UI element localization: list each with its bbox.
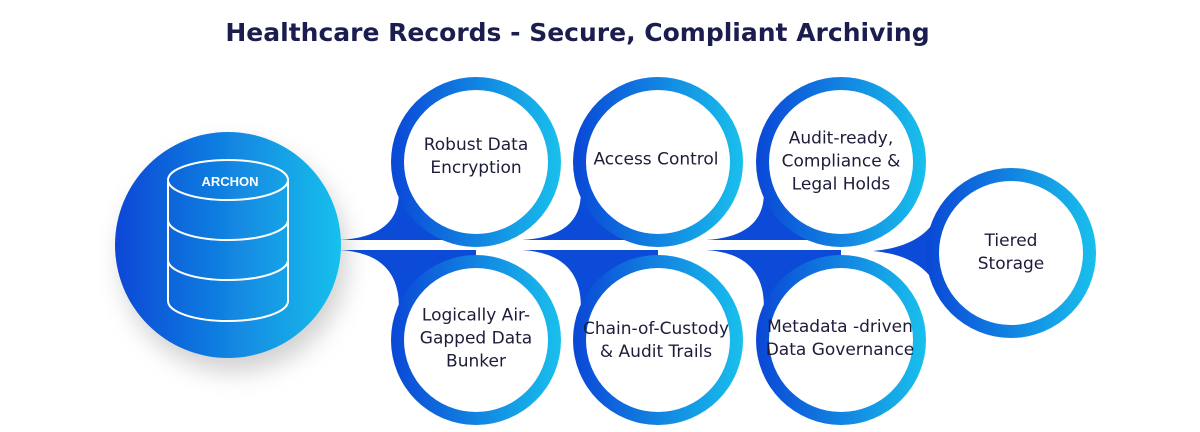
feature-tiered-storage: Tiered Storage bbox=[977, 231, 1045, 274]
bottom-feature-inner bbox=[586, 268, 730, 412]
diagram-title: Healthcare Records - Secure, Compliant A… bbox=[225, 18, 930, 47]
feature-metadata-governance: Metadata -driven Data Governance bbox=[765, 317, 915, 360]
top-feature-inner bbox=[404, 90, 548, 234]
end-feature-inner bbox=[939, 181, 1083, 325]
bottom-feature-inner bbox=[404, 268, 548, 412]
top-feature-inner bbox=[586, 90, 730, 234]
database-hub: ARCHON bbox=[115, 132, 341, 358]
hub-circle bbox=[115, 132, 341, 358]
feature-robust-data-encryption: Robust Data Encryption bbox=[423, 135, 529, 178]
feature-chain-of-custody: Chain-of-Custody & Audit Trails bbox=[582, 319, 730, 362]
feature-air-gapped-bunker: Logically Air-Gapped Data Bunker bbox=[419, 305, 533, 372]
bottom-feature-inner bbox=[769, 268, 913, 412]
feature-access-control: Access Control bbox=[593, 149, 719, 170]
database-icon bbox=[167, 159, 289, 322]
archon-logo: ARCHON bbox=[201, 174, 258, 189]
feature-audit-compliance: Audit-ready, Compliance & Legal Holds bbox=[781, 128, 901, 195]
top-feature-inner bbox=[769, 90, 913, 234]
feature-rings bbox=[391, 77, 1096, 425]
